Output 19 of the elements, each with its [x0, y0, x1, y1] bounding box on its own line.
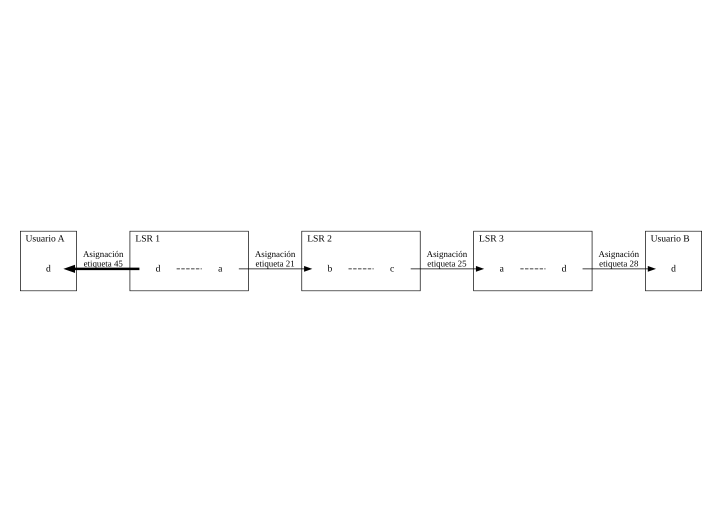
node-text: d	[46, 262, 51, 274]
connector	[348, 268, 374, 269]
edge-label: Asignación etiqueta 28	[598, 248, 640, 268]
node-text: d	[562, 262, 566, 274]
arrow	[582, 266, 656, 272]
connector	[520, 268, 546, 269]
node-text: a	[500, 262, 504, 274]
arrow	[410, 266, 484, 272]
edge-label: Asignación etiqueta 25	[426, 248, 468, 268]
node-text: d	[671, 262, 676, 274]
node-text: b	[327, 262, 332, 274]
edge-label: Asignación etiqueta 45	[82, 248, 124, 268]
arrow	[238, 266, 312, 272]
node-text: c	[390, 262, 394, 274]
arrow	[63, 264, 140, 272]
node-text: a	[218, 262, 222, 274]
connector	[176, 268, 202, 269]
edge-label: Asignación etiqueta 21	[254, 248, 296, 268]
node-text: d	[156, 262, 160, 274]
